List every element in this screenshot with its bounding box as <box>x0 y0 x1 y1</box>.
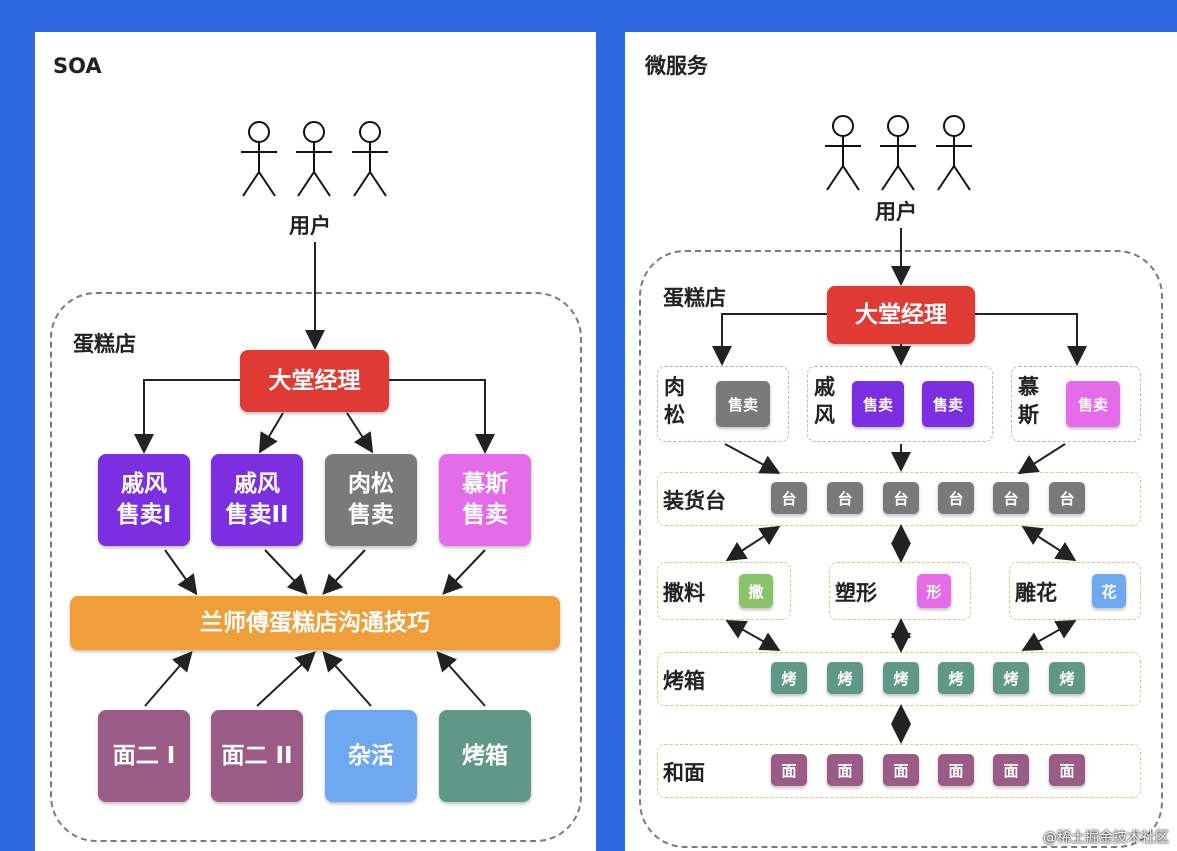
dough-label: 和面 <box>663 761 705 785</box>
soa-title: SOA <box>53 54 102 78</box>
worker-box-3: 杂活 <box>325 710 417 802</box>
service-group-rousong: 肉松 售卖 <box>657 366 789 442</box>
manager-box: 大堂经理 <box>240 350 389 412</box>
sales-chip: 售卖 <box>716 381 770 427</box>
dough-chip: 面 <box>1049 754 1085 786</box>
dough-chip: 面 <box>993 754 1029 786</box>
dough-chip: 面 <box>883 754 919 786</box>
dough-chip: 面 <box>771 754 807 786</box>
sales-box-1: 戚风售卖I <box>98 454 190 546</box>
oven-chip: 烤 <box>1049 662 1085 694</box>
dough-lane <box>657 744 1141 798</box>
station-chip-2: 形 <box>917 574 951 608</box>
worker-box-2: 面二 II <box>211 710 303 802</box>
microservices-panel: 微服务 用户 蛋糕店 大堂经理 肉松 售卖 戚风 售卖 售卖 慕斯 售卖 装货台… <box>625 32 1177 851</box>
user-icon <box>821 114 981 198</box>
loading-dock-chip: 台 <box>827 482 863 514</box>
loading-dock-chip: 台 <box>771 482 807 514</box>
service-group-qifeng: 戚风 售卖 售卖 <box>807 366 993 442</box>
worker-box-1: 面二 I <box>98 710 190 802</box>
oven-chip: 烤 <box>883 662 919 694</box>
sales-chip: 售卖 <box>922 381 974 427</box>
oven-chip: 烤 <box>827 662 863 694</box>
service-group-musi: 慕斯 售卖 <box>1011 366 1141 442</box>
loading-dock-chip: 台 <box>993 482 1029 514</box>
user-icon <box>237 120 397 204</box>
oven-chip: 烤 <box>938 662 974 694</box>
watermark: @稀土掘金技术社区 <box>1043 830 1169 846</box>
loading-dock-chip: 台 <box>883 482 919 514</box>
oven-chip: 烤 <box>771 662 807 694</box>
manager-box: 大堂经理 <box>827 286 975 344</box>
station-chip-1: 撒 <box>739 574 773 608</box>
ms-title: 微服务 <box>645 54 708 78</box>
station-lane-3 <box>1009 562 1141 620</box>
sales-box-4: 慕斯售卖 <box>439 454 531 546</box>
group-name: 戚风 <box>814 375 835 427</box>
sales-chip: 售卖 <box>852 381 904 427</box>
sales-box-2: 戚风售卖II <box>211 454 303 546</box>
store-label: 蛋糕店 <box>73 332 136 356</box>
dough-chip: 面 <box>938 754 974 786</box>
worker-box-4: 烤箱 <box>439 710 531 802</box>
station-chip-3: 花 <box>1092 574 1126 608</box>
group-name: 慕斯 <box>1018 375 1039 427</box>
soa-panel: SOA 用户 蛋糕店 大堂经理 戚风售卖I 戚风售卖II 肉松售卖 慕斯售卖 兰… <box>35 32 596 851</box>
station-label-3: 雕花 <box>1015 581 1057 605</box>
oven-label: 烤箱 <box>663 669 705 693</box>
sales-chip: 售卖 <box>1066 381 1120 427</box>
communication-bus: 兰师傅蛋糕店沟通技巧 <box>70 596 560 650</box>
sales-box-3: 肉松售卖 <box>325 454 417 546</box>
dough-chip: 面 <box>827 754 863 786</box>
loading-dock-chip: 台 <box>938 482 974 514</box>
group-name: 肉松 <box>664 375 685 427</box>
users-label: 用户 <box>289 214 331 238</box>
loading-dock-label: 装货台 <box>663 489 726 513</box>
store-label: 蛋糕店 <box>663 286 726 310</box>
station-label-1: 撒料 <box>663 581 705 605</box>
users-label: 用户 <box>875 200 917 224</box>
oven-chip: 烤 <box>993 662 1029 694</box>
station-label-2: 塑形 <box>835 581 877 605</box>
station-lane-1 <box>657 562 791 620</box>
loading-dock-chip: 台 <box>1049 482 1085 514</box>
cake-store-boundary <box>50 292 582 842</box>
